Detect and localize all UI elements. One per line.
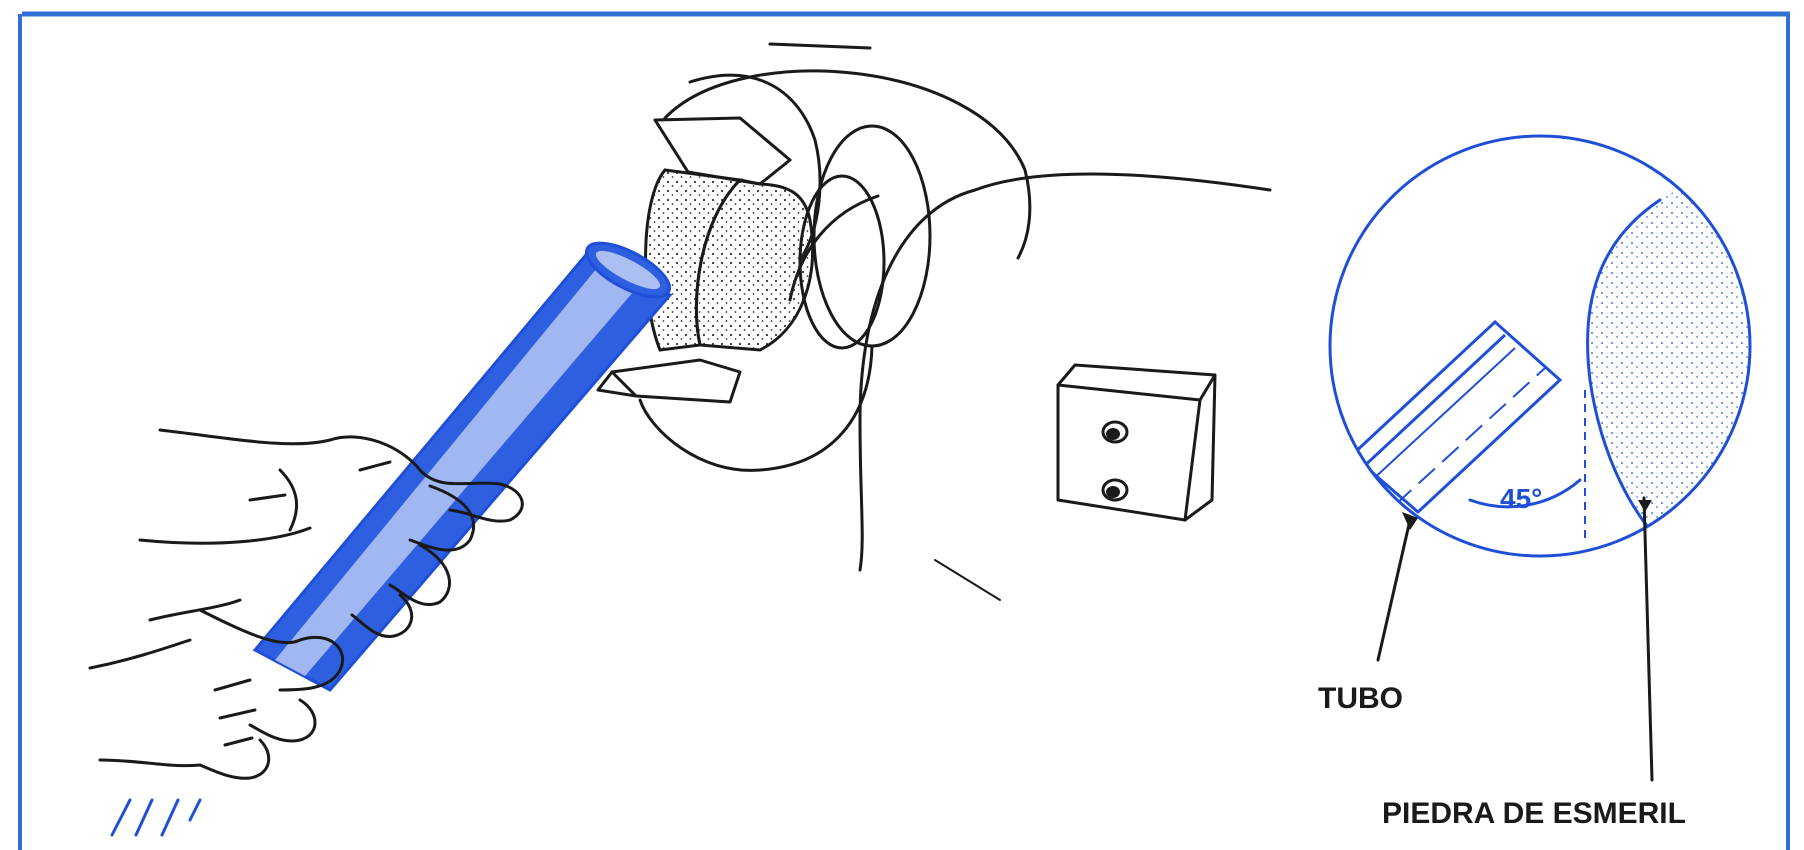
grinding-wheel: [598, 44, 1030, 470]
leader-lines: [1378, 498, 1652, 780]
angle-label: 45°: [1500, 483, 1542, 514]
frame: [20, 14, 1790, 850]
tube-label: TUBO: [1318, 682, 1403, 715]
tube: [112, 233, 677, 835]
detail-view: 45°: [1330, 136, 1760, 560]
control-box: [1058, 365, 1215, 520]
motor-housing: [790, 174, 1270, 600]
grinding-stone-label: PIEDRA DE ESMERIL: [1382, 797, 1686, 830]
